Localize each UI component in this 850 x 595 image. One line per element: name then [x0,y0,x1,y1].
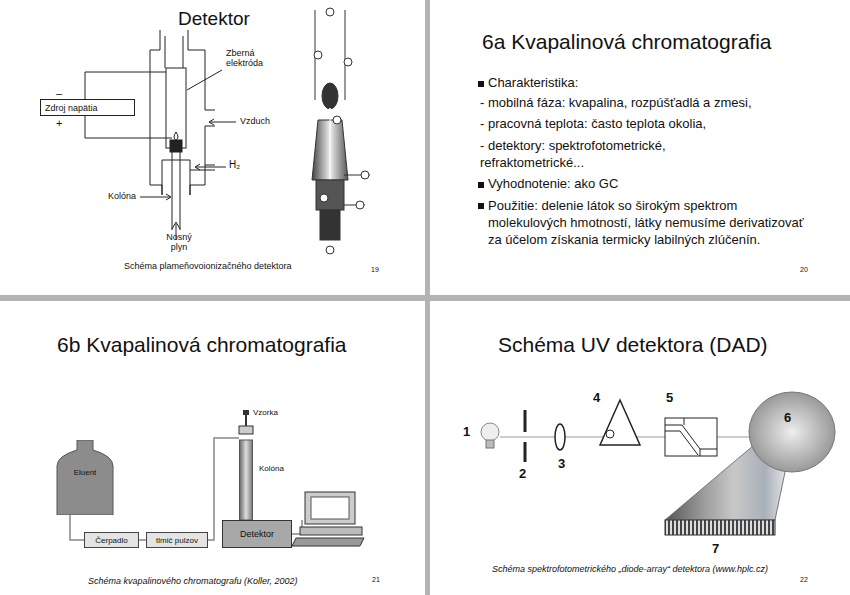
node-label: tlmič pulzov [156,536,198,545]
callout-number: 7 [712,542,719,557]
bullet-text: - detektory: spektrofotometrické, refrak… [480,138,735,172]
part-label: Vzorka [253,408,278,417]
column: Kolóna [239,434,299,520]
callout-number: 1 [463,425,470,440]
node-label: Zdroj napätia [45,103,98,113]
page-number: 21 [372,576,380,584]
column-outline [239,434,253,520]
node-label: Eluent [55,468,115,477]
callout-number: 3 [558,457,565,472]
bullet-text: Použitie: delenie látok so širokým spekt… [488,198,808,249]
node-label: Detektor [240,529,274,539]
slide-title: Detektor [178,8,250,30]
bullet-square [478,81,484,87]
eluent-bottle: Eluent [55,440,115,515]
node-label: Kolóna [259,464,299,473]
bullet-square [478,182,484,188]
fid-schematic [85,30,236,240]
part-label: Nosný plyn [160,232,198,253]
pump-box: Čerpadlo [84,532,139,548]
page-number: 22 [800,576,808,584]
slide-caption: Schéma kvapalinového chromatografu (Koll… [88,576,298,586]
page-number: 19 [371,266,379,274]
page-number: 20 [800,266,808,274]
polarity-sign: – [56,87,62,100]
tubing-line [70,515,84,540]
part-label: Kolóna [108,191,136,201]
bullet-text: Charakteristika: [488,76,578,91]
part-label: Zberná elektróda [226,48,284,69]
bullet-square [478,203,484,209]
callout-number: 4 [593,391,600,406]
slide-title: 6a Kvapalinová chromatografia [482,30,772,54]
callout-number: 6 [784,411,791,426]
part-label: Vzduch [240,116,270,126]
bullet-text: - pracovná teplota: často teplota okolia… [480,117,706,132]
power-source-box: Zdroj napätia [40,99,135,116]
callout-number: 5 [666,391,673,406]
detector-box: Detektor [222,520,292,548]
slide-caption: Schéma spektrofotometrického „diode-arra… [492,564,768,574]
slide-title: Schéma UV detektora (DAD) [498,333,768,357]
dad-schematic [481,392,835,535]
damper-box: tlmič pulzov [146,532,208,548]
slide-title: 6b Kvapalinová chromatografia [57,333,347,357]
bullet-text: - mobilná fáza: kvapalina, rozpúšťadlá a… [480,96,752,111]
eluent-bottle-outline [55,440,115,515]
tubing-line [139,540,146,541]
part-label: H₂ [229,159,240,171]
node-label: Čerpadlo [95,536,127,545]
slide-caption: Schéma plameňovoionizačného detektora [124,261,292,271]
fid-illustration [312,8,370,254]
callout-number: 2 [519,467,526,482]
bullet-text: Vyhodnotenie: ako GC [488,177,618,192]
polarity-sign: + [56,117,62,130]
separator [0,295,850,301]
